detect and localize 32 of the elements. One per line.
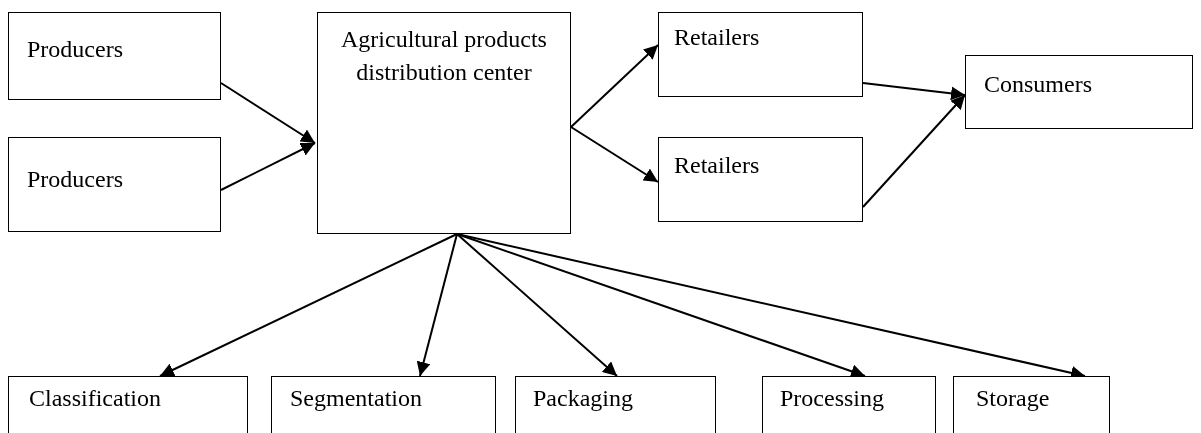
box-label: Packaging bbox=[533, 384, 633, 413]
process-box bbox=[658, 12, 863, 97]
box-label: Agricultural products distribution center bbox=[340, 25, 548, 87]
arrow bbox=[456, 233, 618, 377]
box-label: Segmentation bbox=[290, 384, 422, 413]
process-box bbox=[953, 376, 1110, 433]
arrow bbox=[220, 82, 316, 144]
arrow bbox=[456, 233, 866, 378]
box-label: Classification bbox=[29, 384, 161, 413]
process-box bbox=[8, 12, 221, 100]
process-box bbox=[317, 12, 571, 234]
box-label: Storage bbox=[976, 384, 1050, 413]
process-box bbox=[965, 55, 1193, 129]
process-box bbox=[8, 137, 221, 232]
arrow bbox=[862, 82, 966, 101]
process-box bbox=[658, 137, 863, 222]
box-label: Consumers bbox=[984, 70, 1092, 99]
process-box bbox=[271, 376, 496, 433]
process-box bbox=[762, 376, 936, 433]
box-label: Processing bbox=[780, 384, 884, 413]
arrow bbox=[862, 94, 966, 208]
box-label: Producers bbox=[27, 165, 123, 194]
box-label: Retailers bbox=[674, 23, 760, 52]
arrow bbox=[570, 44, 659, 128]
process-box bbox=[8, 376, 248, 433]
arrow bbox=[220, 142, 316, 191]
arrow bbox=[416, 233, 458, 377]
box-label: Producers bbox=[27, 35, 123, 64]
box-label: Retailers bbox=[674, 151, 760, 180]
arrow bbox=[159, 233, 458, 377]
process-box bbox=[515, 376, 716, 433]
arrow bbox=[570, 126, 659, 183]
